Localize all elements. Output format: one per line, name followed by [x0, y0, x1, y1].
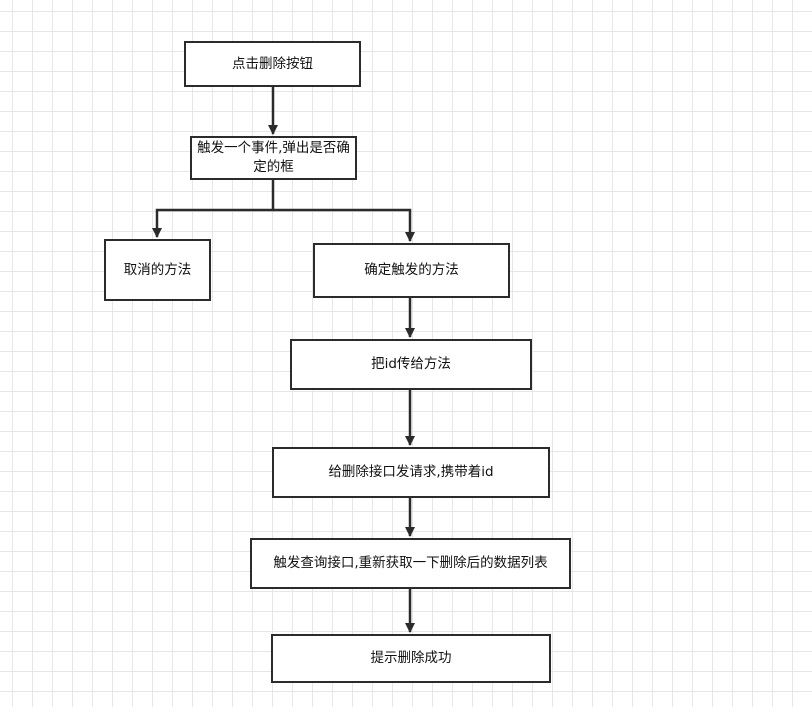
node-label: 取消的方法 — [123, 261, 192, 278]
node-send-delete-request[interactable]: 给删除接口发请求,携带着id — [272, 447, 550, 498]
node-label: 提示删除成功 — [370, 650, 452, 666]
node-trigger-confirm-dialog[interactable]: 触发一个事件,弹出是否确定的框 — [190, 136, 357, 180]
edge-n2-n3 — [152, 180, 275, 238]
node-refresh-list[interactable]: 触发查询接口,重新获取一下删除后的数据列表 — [250, 538, 571, 589]
node-label: 把id传给方法 — [371, 356, 451, 372]
node-label: 触发一个事件,弹出是否确定的框 — [197, 140, 350, 175]
node-delete-success[interactable]: 提示删除成功 — [271, 634, 551, 683]
node-click-delete-button[interactable]: 点击删除按钮 — [184, 41, 361, 87]
node-label: 点击删除按钮 — [232, 55, 313, 72]
edge-n2-n4 — [273, 208, 415, 242]
node-cancel-method[interactable]: 取消的方法 — [104, 239, 211, 301]
node-label: 给删除接口发请求,携带着id — [328, 464, 494, 480]
node-label: 触发查询接口,重新获取一下删除后的数据列表 — [273, 555, 548, 571]
node-label: 确定触发的方法 — [364, 262, 459, 278]
node-confirm-method[interactable]: 确定触发的方法 — [313, 243, 510, 298]
node-pass-id[interactable]: 把id传给方法 — [290, 339, 532, 390]
